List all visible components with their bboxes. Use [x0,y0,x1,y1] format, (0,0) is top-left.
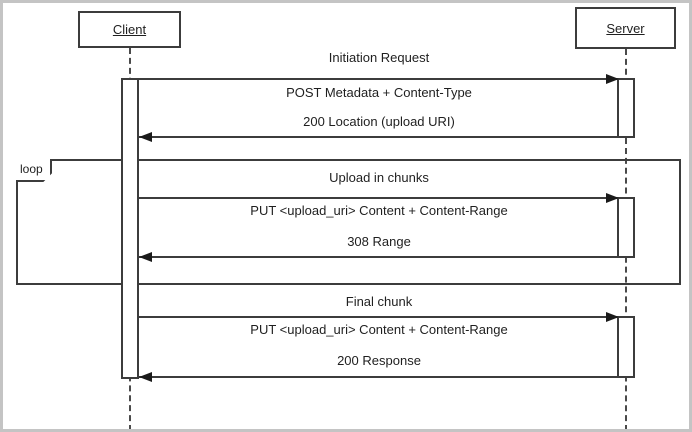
loop-fragment-frame [16,159,681,285]
message-label: 200 Location (upload URI) [303,114,455,129]
message-label: PUT <upload_uri> Content + Content-Range [250,203,508,218]
message-line-request [139,316,619,318]
phase-label: Upload in chunks [329,170,429,185]
return-arrowhead-icon [139,252,152,262]
call-arrowhead-icon [606,312,619,322]
server-participant-label: Server [606,20,645,36]
phase-label: Initiation Request [328,50,430,65]
message-line-request [139,78,619,80]
message-line-response [139,256,619,258]
message-label: PUT <upload_uri> Content + Content-Range [250,322,508,337]
loop-operator-label: loop [16,159,52,182]
message-label: 200 Response [337,353,421,368]
message-line-request [139,197,619,199]
call-arrowhead-icon [606,74,619,84]
client-participant-box: Client [78,11,181,48]
client-participant-label: Client [112,22,147,37]
message-label: POST Metadata + Content-Type [286,85,472,100]
return-arrowhead-icon [139,132,152,142]
message-line-response [139,376,619,378]
phase-label: Final chunk [345,294,413,309]
return-arrowhead-icon [139,372,152,382]
message-label: 308 Range [347,234,411,249]
message-line-response [139,136,619,138]
call-arrowhead-icon [606,193,619,203]
server-activation-bar [617,78,635,138]
client-activation-bar [121,78,139,379]
server-activation-bar [617,197,635,258]
server-participant-box: Server [575,7,676,49]
server-activation-bar [617,316,635,378]
